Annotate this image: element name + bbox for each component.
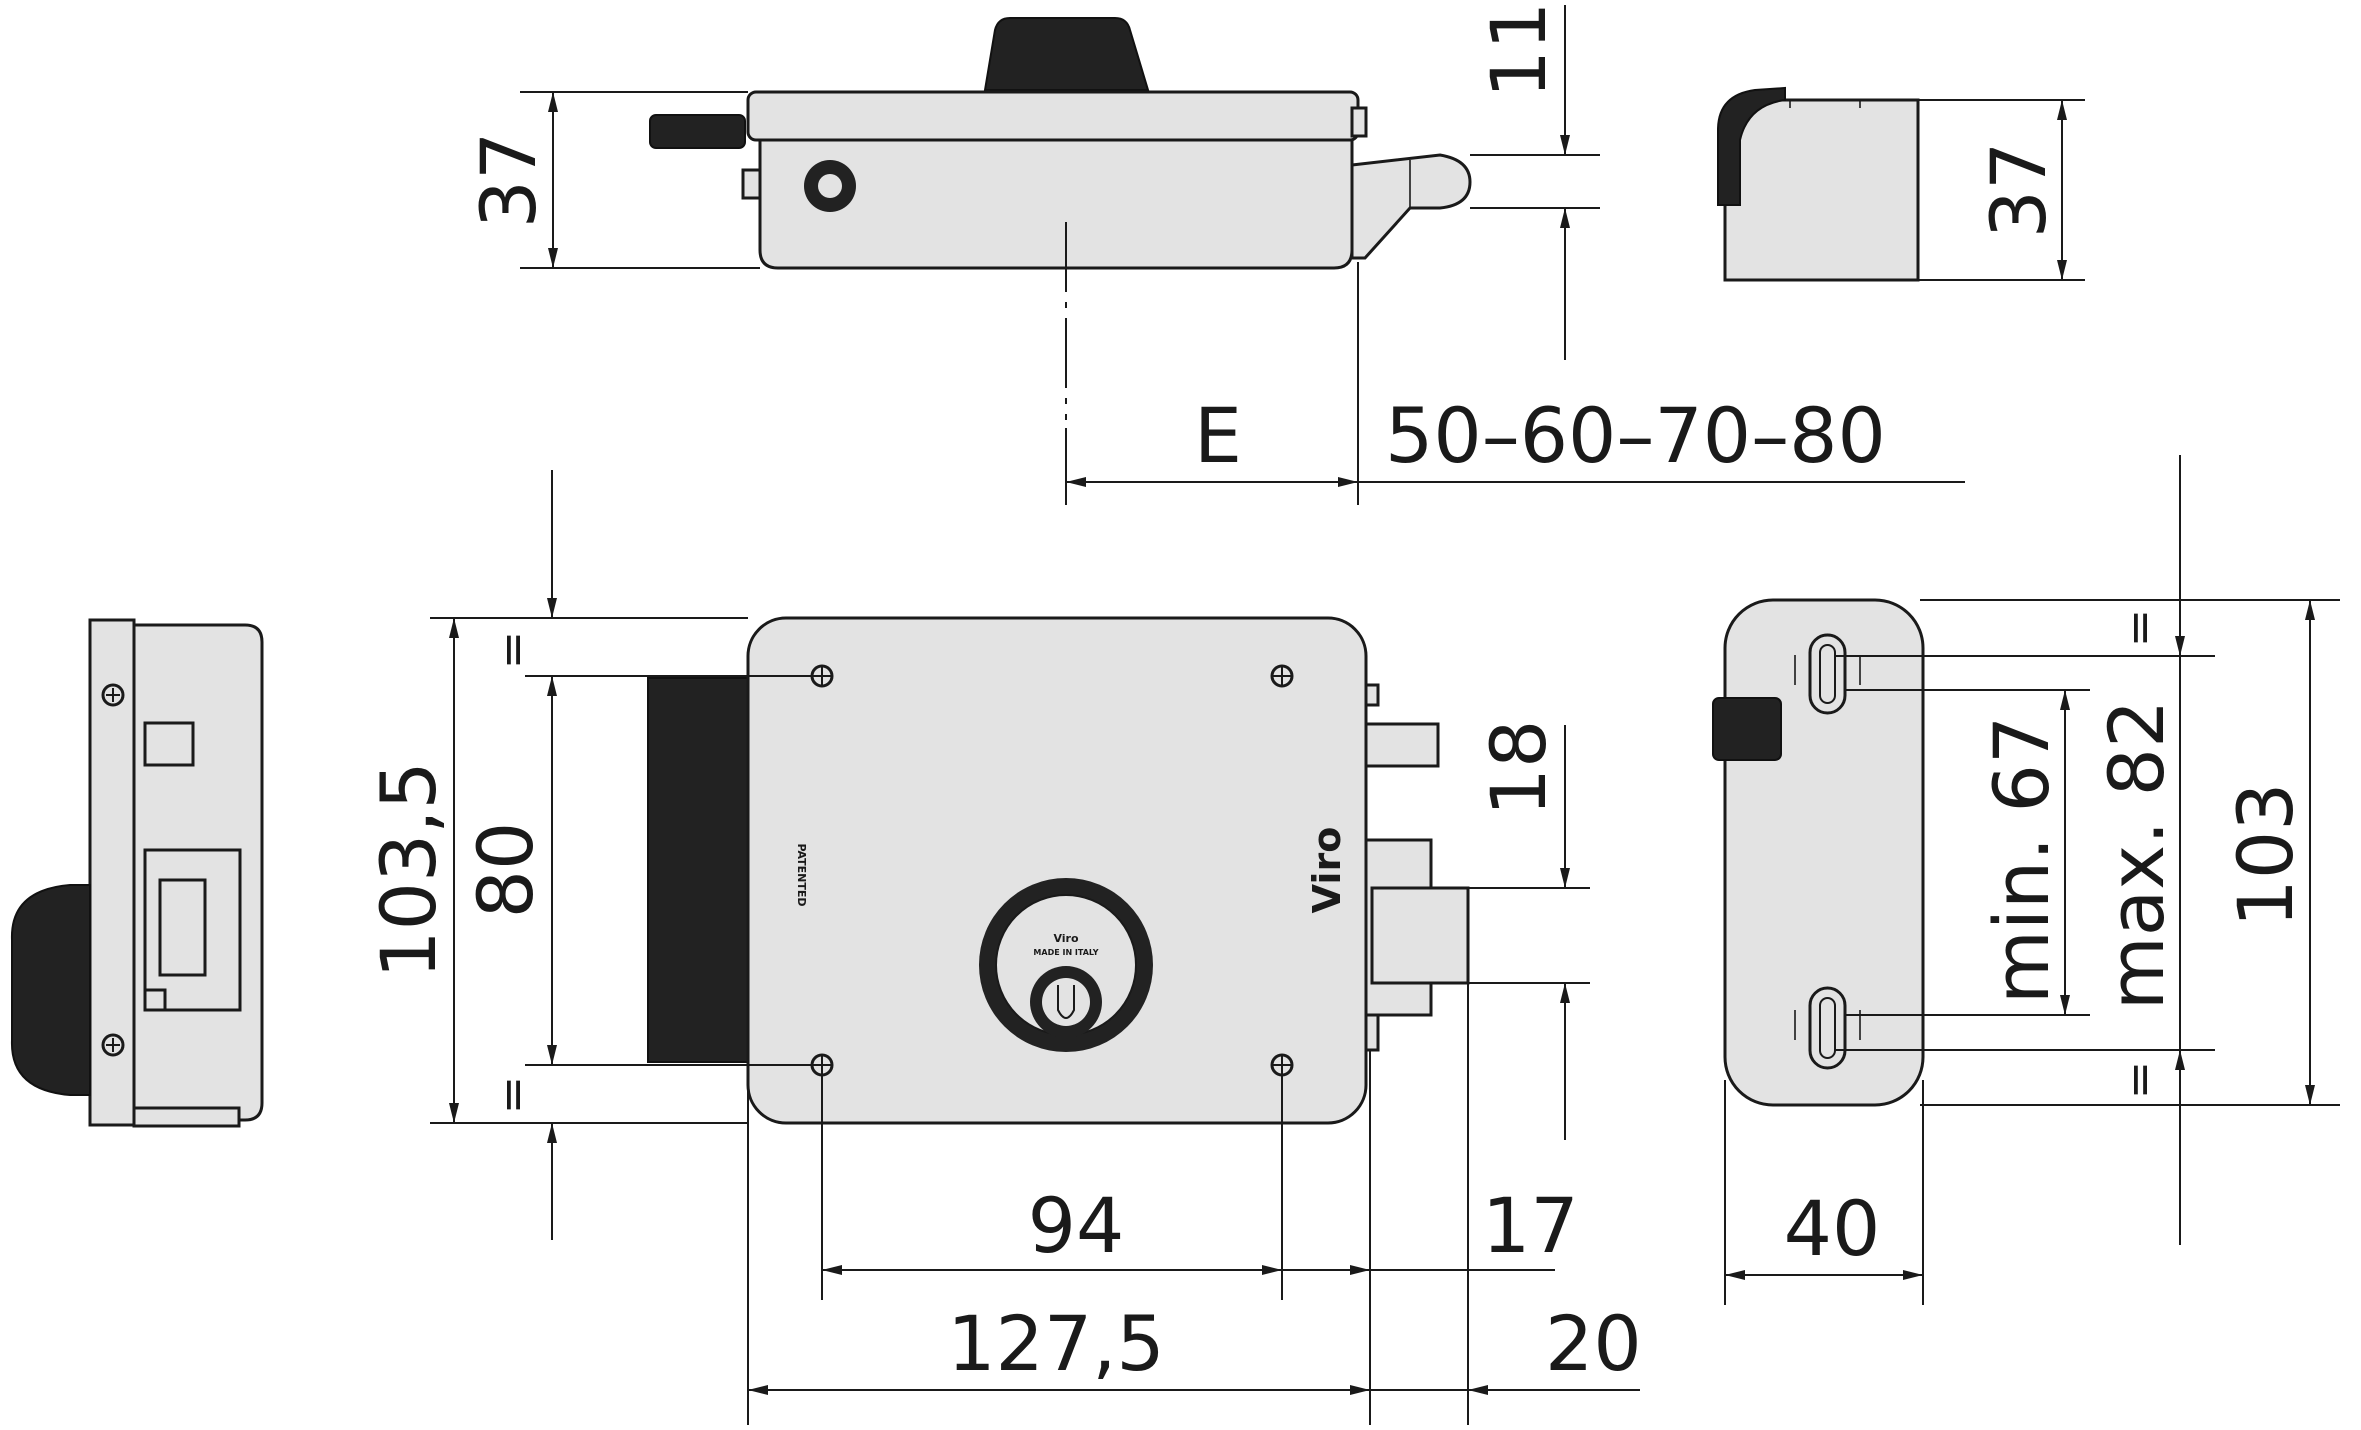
dim-40: 40	[1784, 1184, 1881, 1273]
body-top	[758, 138, 1354, 270]
dim-min-67: min. 67	[1977, 716, 2066, 1004]
equal-bottom-front: =	[485, 1076, 539, 1115]
dim-max-82: max. 82	[2092, 700, 2181, 1011]
dim-80: 80	[461, 822, 550, 919]
front-screw-bl	[810, 1053, 834, 1077]
dim-17: 17	[1482, 1181, 1579, 1270]
dim-E: E	[1194, 391, 1242, 480]
dim-127-5: 127,5	[947, 1299, 1165, 1388]
cylinder-top-inner	[818, 174, 842, 198]
equal-top-keeper: =	[2112, 609, 2166, 648]
front-view: Viro MADE IN ITALY PATENTED Viro 103,5 8…	[364, 470, 1642, 1425]
top-view: 37 11 E 50–60–70–80	[464, 2, 1965, 505]
dim-11: 11	[1474, 2, 1563, 99]
dim-103-5: 103,5	[364, 761, 453, 979]
knob-top	[983, 17, 1150, 91]
patented-label: PATENTED	[795, 843, 808, 906]
dim-20: 20	[1545, 1299, 1642, 1388]
dim-backset-values: 50–60–70–80	[1385, 391, 1886, 480]
dim-103: 103	[2221, 782, 2310, 927]
lid-top	[746, 90, 1360, 142]
keeper-top-view: 37	[1717, 86, 2085, 282]
cylinder-text: MADE IN ITALY	[1033, 948, 1098, 957]
side-view	[10, 618, 264, 1128]
equal-top-front: =	[485, 631, 539, 670]
brand-label: Viro	[1305, 827, 1349, 914]
cylinder-brand: Viro	[1053, 932, 1079, 945]
front-screw-br	[1270, 1053, 1294, 1077]
cylinder-plug	[1042, 978, 1090, 1026]
front-screw-tr	[1270, 664, 1294, 688]
keeper-slot-bottom	[1808, 986, 1847, 1070]
dim-18: 18	[1474, 720, 1563, 817]
front-screw-tl	[810, 664, 834, 688]
dim-37-top-left: 37	[464, 132, 553, 229]
screw-left-top	[741, 168, 762, 200]
equal-bottom-keeper: =	[2112, 1061, 2166, 1100]
dim-37-keeper: 37	[1974, 142, 2063, 239]
keeper-front-view: min. 67 max. 82 = = 103 40	[1712, 455, 2340, 1305]
latch-top	[1350, 153, 1472, 260]
dim-94: 94	[1028, 1181, 1125, 1270]
keeper-slot-top	[1808, 633, 1847, 715]
left-pin	[649, 114, 746, 149]
